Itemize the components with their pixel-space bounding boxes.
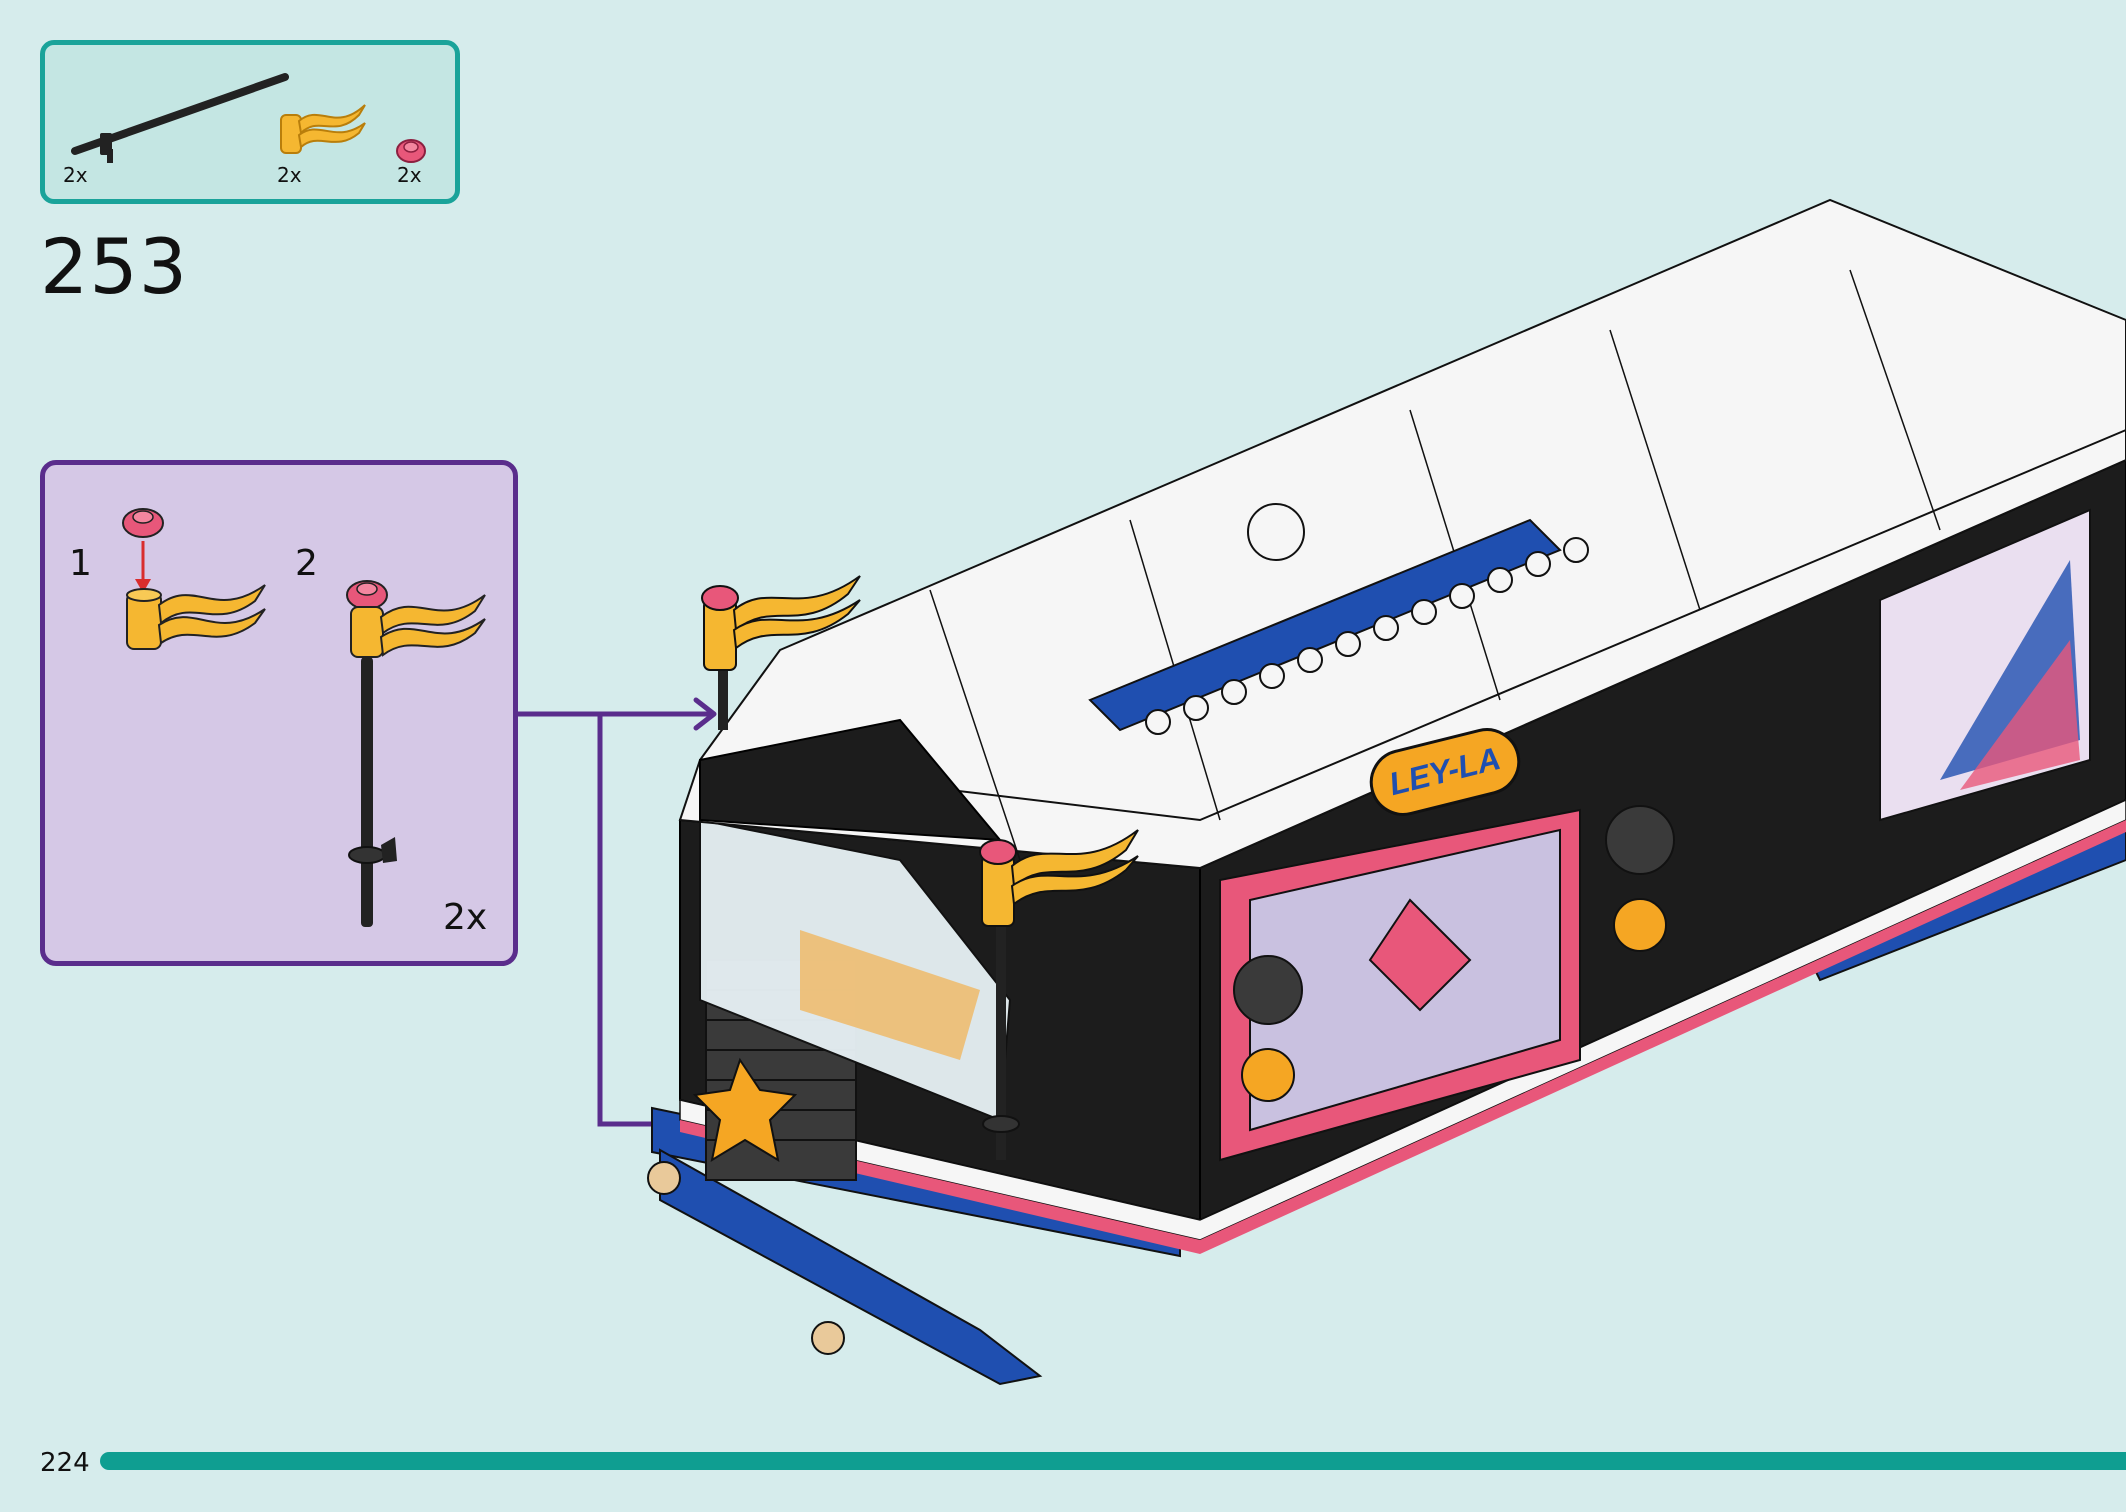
model-flag-right	[979, 829, 1139, 1160]
part-flag-qty: 2x	[277, 163, 302, 187]
sub-assembly-box: 1 2 2x	[40, 460, 518, 966]
sub-step-2-label: 2	[295, 543, 318, 584]
sub-step-1-label: 1	[69, 543, 92, 584]
part-bar-qty: 2x	[63, 163, 88, 187]
nameplate: LEY-LA	[1369, 728, 1521, 816]
progress-bar	[100, 1452, 2126, 1470]
part-flag-icon	[280, 104, 366, 154]
part-plate-qty: 2x	[397, 163, 422, 187]
sub-step-2-illustration	[346, 580, 486, 927]
page-number: 224	[40, 1448, 90, 1478]
part-bar-icon	[71, 73, 289, 163]
sub-step-1-illustration	[122, 508, 266, 650]
model-flag-left	[701, 575, 861, 730]
step-number: 253	[40, 222, 189, 311]
sub-multiplier: 2x	[443, 897, 488, 938]
parts-list-box: 2x 2x 2x	[40, 40, 460, 204]
part-plate-icon	[396, 139, 426, 163]
